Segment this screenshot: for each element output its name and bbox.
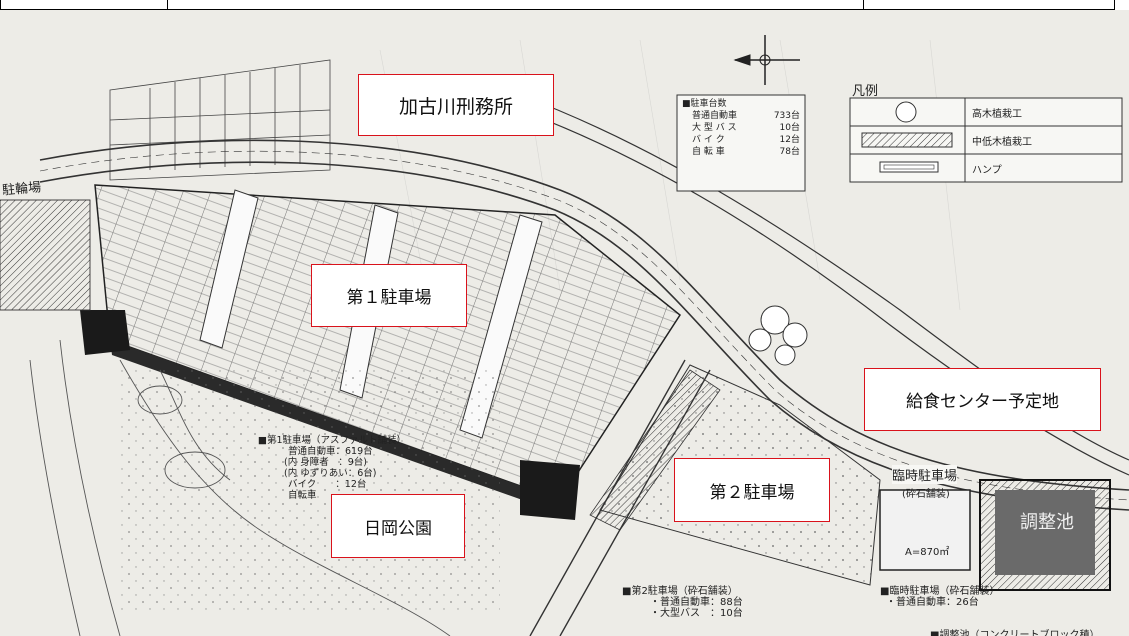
- parking2-notes: ■第2駐車場（砕石舗装） ・普通自動車：88台 ・大型バス ：10台: [622, 586, 743, 619]
- note-line: ■臨時駐車場（砕石舗装）: [880, 586, 1000, 597]
- summary-row: 大 型 バ ス 10台: [682, 122, 800, 134]
- site-plan-map: [0, 35, 1129, 636]
- summary-label: 自 転 車: [692, 147, 725, 157]
- legend-label-hump: ハンプ: [972, 165, 1002, 176]
- legend-box: [849, 97, 1123, 183]
- summary-value: 733台: [773, 111, 800, 121]
- summary-value: 10台: [779, 123, 800, 133]
- top-table-border: [0, 0, 1115, 10]
- temp-paving-label: (砕石舗装): [902, 489, 950, 500]
- tree-cluster: [748, 305, 808, 366]
- note-line: ・普通自動車：26台: [886, 597, 979, 608]
- pond: [979, 479, 1111, 591]
- note-line: (内 身障者 ：9台): [284, 457, 367, 468]
- bicycle-parking-label: 駐輪場: [1, 180, 42, 199]
- pond-note: ■調整池（コンクリートブロック積）: [930, 630, 1100, 636]
- summary-label: 普通自動車: [692, 111, 738, 121]
- park-callout: 日岡公園: [331, 494, 465, 558]
- summary-value: 12台: [779, 135, 800, 145]
- park-dots: [120, 370, 500, 610]
- legend-label-hatch: 中低木植栽工: [972, 137, 1032, 148]
- parking-2-callout: 第２駐車場: [674, 458, 830, 522]
- table-divider: [863, 0, 864, 10]
- parking1-notes: ■第1駐車場（アスファルト舗装） 普通自動車：619台 (内 身障者 ：9台) …: [258, 435, 406, 501]
- summary-row: バ イ ク 12台: [682, 134, 800, 146]
- summary-label: バ イ ク: [692, 135, 725, 145]
- legend-title: 凡例: [852, 84, 879, 99]
- summary-row: 自 転 車 78台: [682, 146, 800, 158]
- area-label: A=870㎡: [905, 547, 950, 558]
- parking-summary-text: ■駐車台数 普通自動車 733台 大 型 バ ス 10台 バ イ ク 12台 自 転 …: [682, 98, 800, 158]
- note-line: (内 ゆずりあい：6台): [284, 468, 377, 479]
- pond-label: 調整池: [1020, 512, 1074, 533]
- summary-value: 78台: [779, 147, 800, 157]
- summary-label: 大 型 バ ス: [692, 123, 737, 133]
- access-road: [529, 359, 711, 636]
- summary-title: ■駐車台数: [682, 99, 727, 109]
- temp-notes: ■臨時駐車場（砕石舗装） ・普通自動車：26台: [880, 586, 999, 608]
- note-line: ・大型バス ：10台: [650, 608, 743, 619]
- kitchen-site-callout: 給食センター予定地: [864, 368, 1101, 431]
- summary-row: 普通自動車 733台: [682, 110, 800, 122]
- note-line: ■第2駐車場（砕石舗装）: [622, 586, 738, 597]
- note-line: ■第1駐車場（アスファルト舗装）: [258, 435, 407, 446]
- note-line: 自転車: [288, 490, 336, 501]
- temp-parking: [879, 489, 971, 571]
- parking-1-callout: 第１駐車場: [311, 264, 467, 327]
- prison-callout: 加古川刑務所: [358, 74, 554, 136]
- note-line: ・普通自動車：88台: [650, 597, 743, 608]
- temp-parking-label: 臨時駐車場: [892, 465, 958, 484]
- note-line: バイク ：12台: [288, 479, 367, 490]
- note-line: 普通自動車：619台: [288, 446, 373, 457]
- parking-summary-box: [676, 94, 806, 192]
- table-divider: [167, 0, 168, 10]
- legend-label-tree: 高木植栽工: [972, 109, 1022, 120]
- compass-icon: [733, 35, 800, 85]
- map-photo: ■駐車台数 普通自動車 733台 大 型 バ ス 10台 バ イ ク 12台 自 転 …: [0, 10, 1129, 636]
